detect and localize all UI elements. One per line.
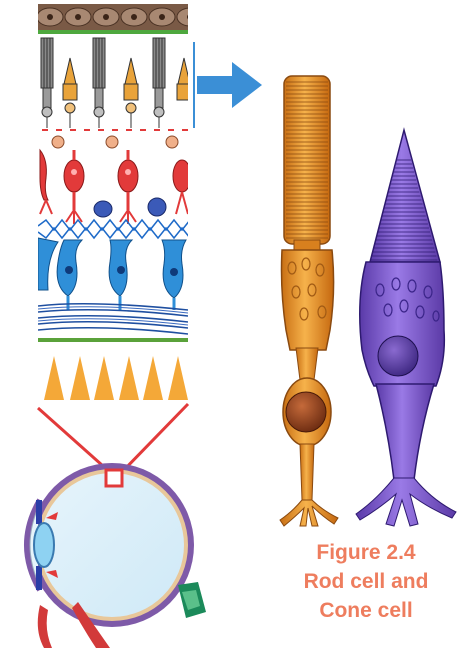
caption-line-2: Rod cell and <box>260 567 472 596</box>
bipolar-cells <box>40 150 191 210</box>
photoreceptor-row <box>41 38 191 128</box>
ganglion-cells <box>38 238 186 298</box>
caption-line-1: Figure 2.4 <box>260 538 472 567</box>
retina-layers <box>37 4 203 342</box>
figure-caption: Figure 2.4 Rod cell and Cone cell <box>260 538 472 625</box>
rod-cell <box>280 76 338 526</box>
photoreceptor-symbols <box>44 356 188 400</box>
arrow-right-icon <box>197 62 262 108</box>
caption-line-3: Cone cell <box>260 596 472 625</box>
eye-diagram <box>27 404 206 648</box>
cone-cell <box>356 130 456 526</box>
